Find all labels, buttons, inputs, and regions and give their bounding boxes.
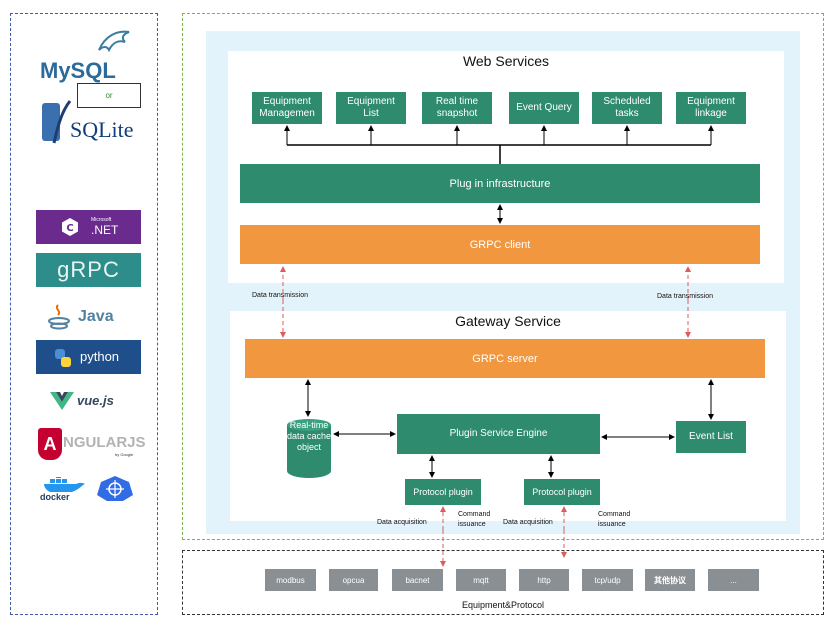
svg-text:C: C xyxy=(66,223,73,234)
module-equipment-list: Equipment List xyxy=(336,92,406,124)
protocol-bacnet: bacnet xyxy=(392,569,443,591)
python-text: python xyxy=(80,349,120,364)
sqlite-logo: SQLite xyxy=(40,99,140,147)
java-logo: Java xyxy=(46,301,138,333)
dolphin-icon xyxy=(98,30,130,53)
feather-icon xyxy=(42,100,72,144)
system-panel xyxy=(182,13,824,540)
python-snake-icon xyxy=(55,349,71,367)
module-event-query: Event Query xyxy=(509,92,579,124)
event-list-box: Event List xyxy=(676,421,746,453)
mysql-text: MySQL xyxy=(40,58,116,83)
protocol-other: 其他协议 xyxy=(645,569,695,591)
grpc-logo: gRPC xyxy=(36,253,141,287)
plugin-service-engine-box: Plugin Service Engine xyxy=(397,414,600,454)
vue-logo: vue.js xyxy=(50,390,142,412)
angular-by-text: by Google xyxy=(115,452,134,457)
angular-shield-icon: A xyxy=(38,428,62,460)
module-real-time-snapshot: Real time snapshot xyxy=(422,92,492,124)
angular-a: A xyxy=(43,433,57,454)
module-scheduled-tasks: Scheduled tasks xyxy=(592,92,662,124)
docker-logo: docker xyxy=(38,477,88,503)
protocol-more: ... xyxy=(708,569,759,591)
csharp-icon: C xyxy=(62,218,78,236)
protocol-modbus: modbus xyxy=(265,569,316,591)
data-acquisition-1-label: Data acquisition xyxy=(377,519,427,526)
protocol-tcp-udp: tcp/udp xyxy=(582,569,633,591)
protocols-caption: Equipment&Protocol xyxy=(461,600,545,610)
data-transmission-left-label: Data transmission xyxy=(252,292,309,299)
cache-label: Real-time data cache object xyxy=(286,420,332,452)
dotnet-logo: C Microsoft .NET xyxy=(36,210,141,244)
grpc-client-box: GRPC client xyxy=(240,225,760,264)
angular-text: NGULARJS xyxy=(63,434,146,451)
kubernetes-icon xyxy=(97,476,133,501)
python-logo: python xyxy=(36,340,141,374)
gateway-service-title: Gateway Service xyxy=(455,313,561,329)
coffee-cup-icon xyxy=(48,304,70,330)
data-acquisition-2-label: Data acquisition xyxy=(503,519,553,526)
command-issuance-1-label: Command issuance xyxy=(458,511,491,528)
vue-text: vue.js xyxy=(77,393,114,408)
cache-cylinder-icon xyxy=(287,419,331,478)
or-label: or xyxy=(77,83,141,108)
grpc-server-box: GRPC server xyxy=(245,339,765,378)
docker-text: docker xyxy=(40,492,70,502)
protocol-plugin-1-box: Protocol plugin xyxy=(405,479,481,505)
module-equipment-management: Equipment Managemen xyxy=(252,92,322,124)
data-transmission-right-label: Data transmission xyxy=(657,293,714,300)
protocol-plugin-2-box: Protocol plugin xyxy=(524,479,600,505)
command-issuance-2-label: Command issuance xyxy=(598,511,631,528)
dotnet-text: .NET xyxy=(91,223,119,237)
protocol-mqtt: mqtt xyxy=(456,569,506,591)
plugin-infrastructure-box: Plug in infrastructure xyxy=(240,164,760,203)
mysql-logo: MySQL xyxy=(40,28,136,83)
grpc-text: gRPC xyxy=(57,257,120,282)
web-services-title: Web Services xyxy=(462,53,550,69)
docker-whale-icon xyxy=(44,477,85,492)
protocol-opcua: opcua xyxy=(329,569,378,591)
java-text: Java xyxy=(78,308,114,325)
module-equipment-linkage: Equipment linkage xyxy=(676,92,746,124)
sqlite-text: SQLite xyxy=(70,117,134,142)
tech-stack-panel xyxy=(10,13,158,615)
protocol-http: http xyxy=(519,569,569,591)
protocols-panel xyxy=(182,550,824,615)
vue-v-icon xyxy=(50,392,74,410)
dotnet-small-text: Microsoft xyxy=(91,217,112,223)
angular-logo: A NGULARJS by Google xyxy=(38,428,146,462)
